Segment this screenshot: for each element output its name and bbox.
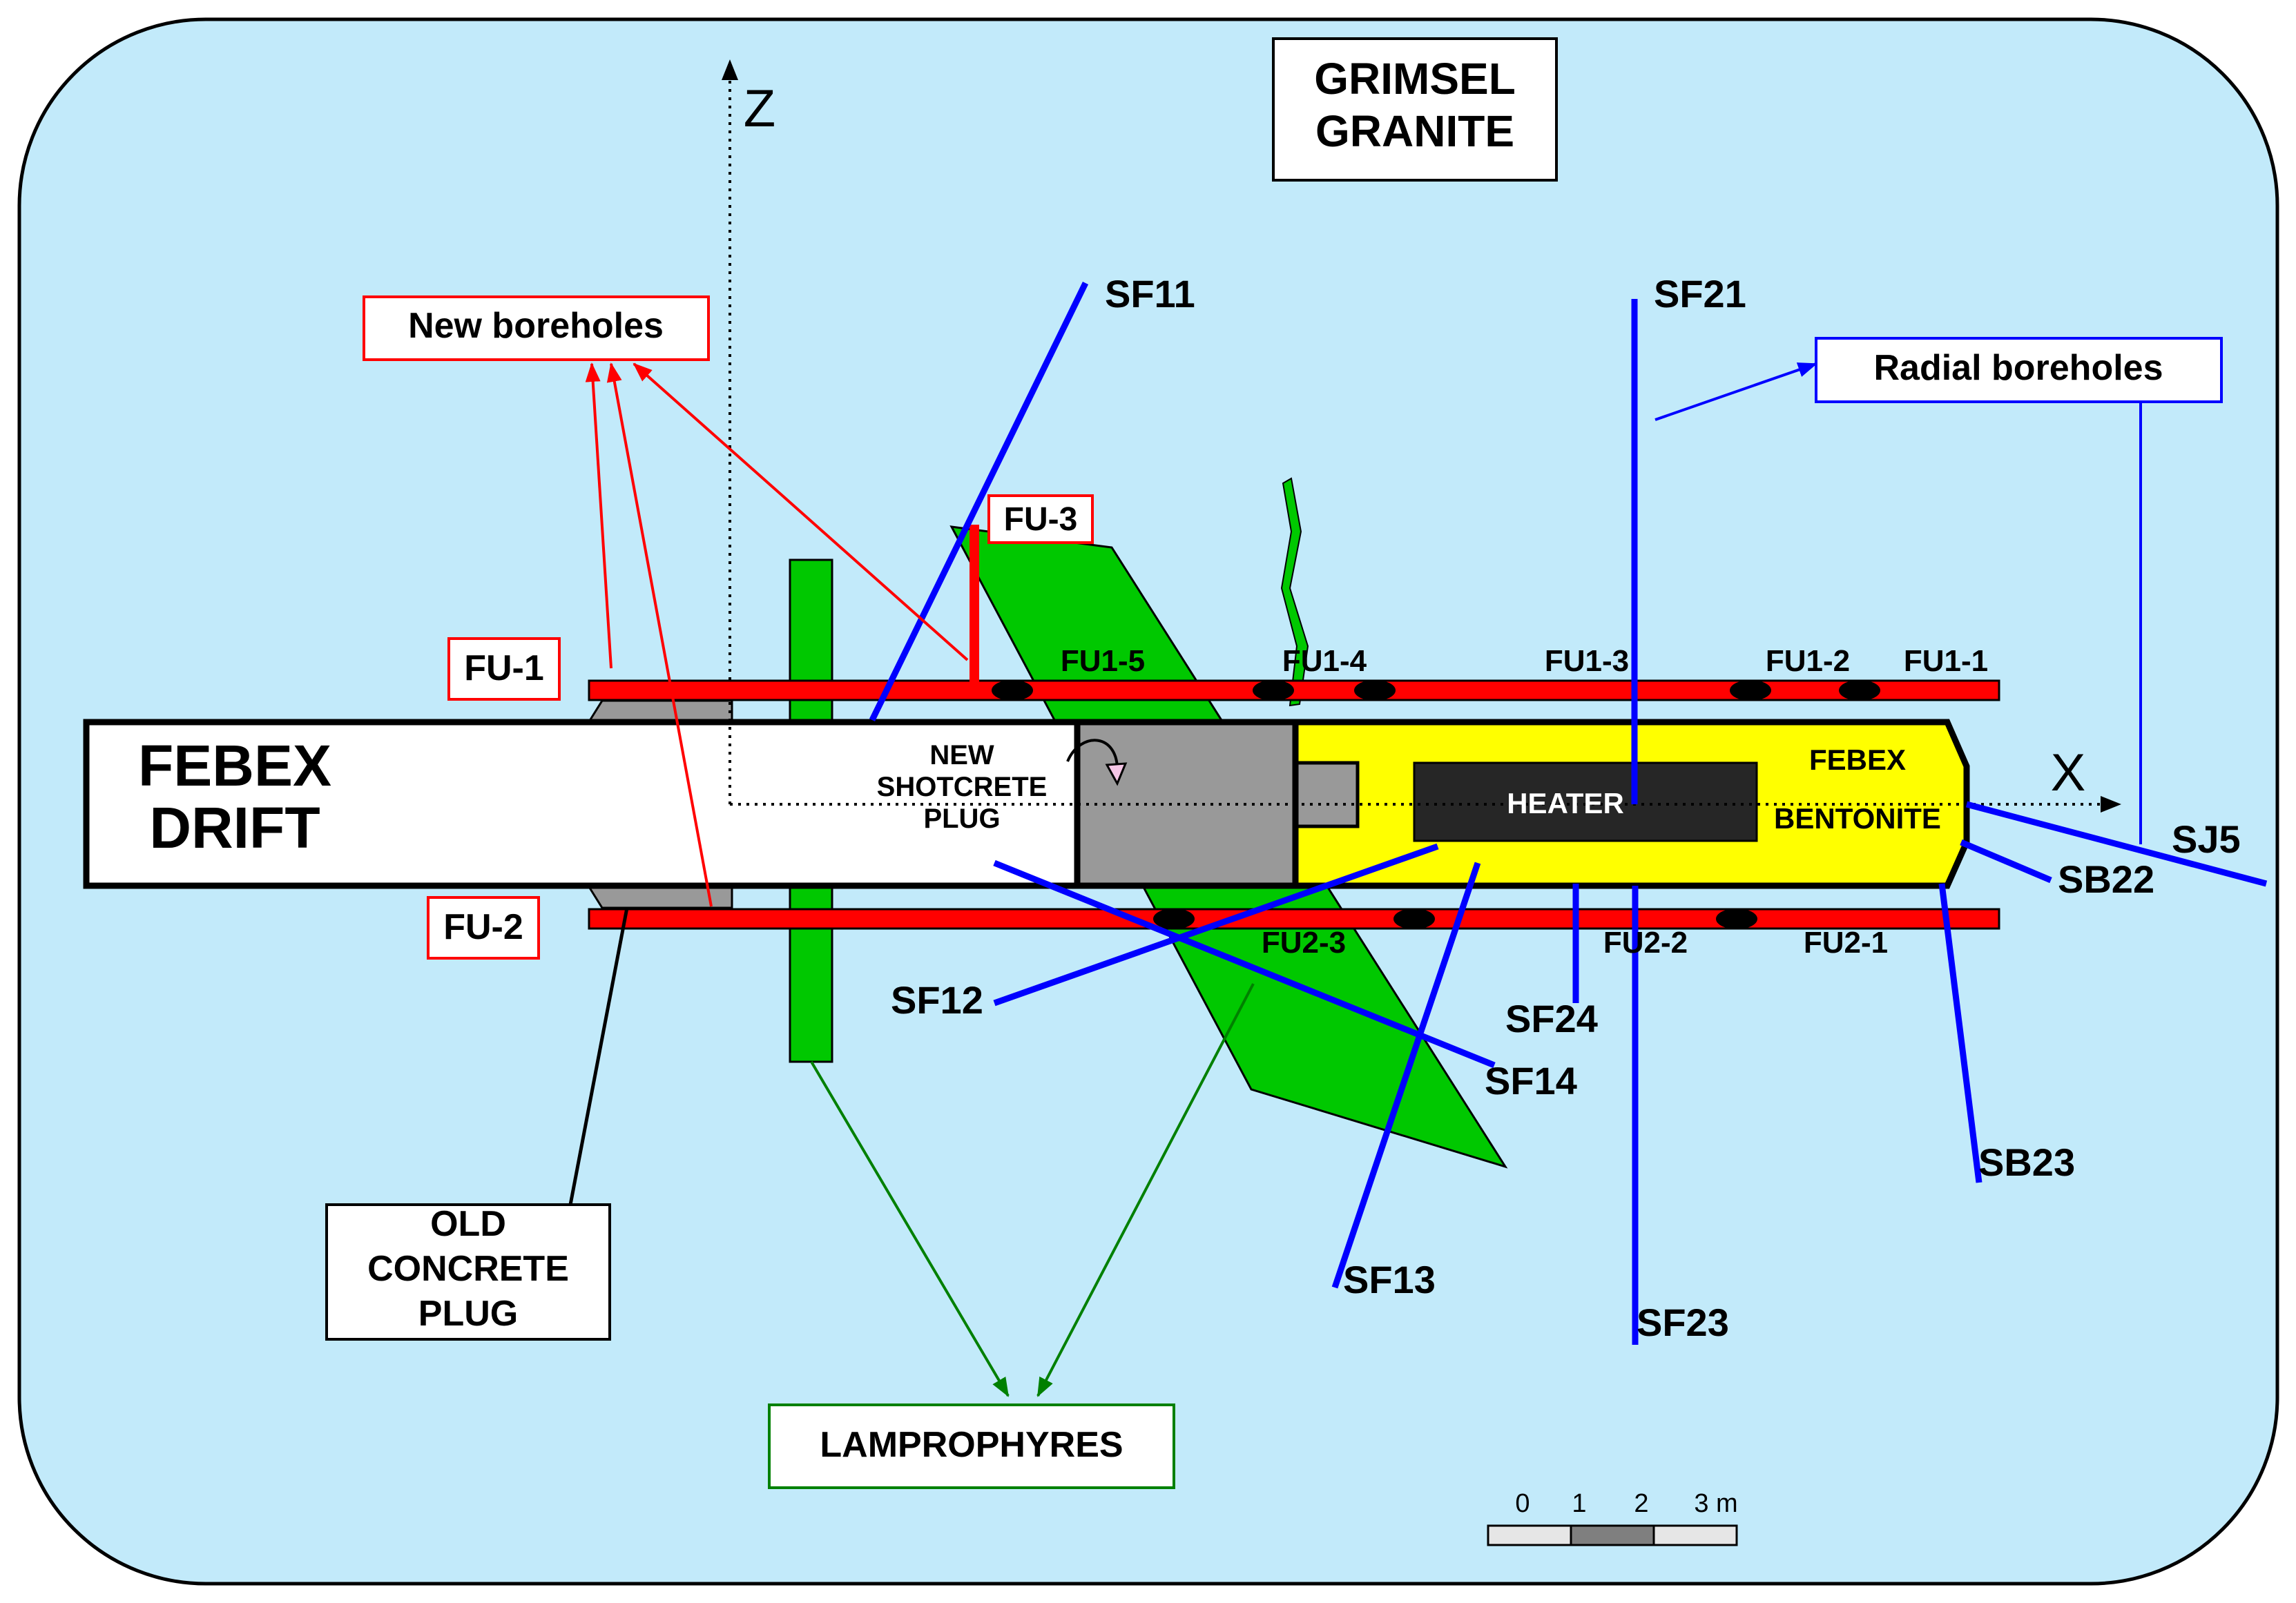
label-sf11: SF11: [1105, 272, 1195, 315]
shotcrete-label-line-3: PLUG: [923, 804, 1000, 834]
radial-boreholes-box: [1815, 337, 2223, 403]
label-sf14: SF14: [1485, 1059, 1577, 1102]
fu1-packers: [992, 680, 1880, 701]
packer-fu1-4: [1730, 680, 1771, 701]
fu1-section-1: FU1-1: [1904, 644, 1988, 678]
fu2-tag-box: [427, 896, 540, 960]
radial-borehole-sf14: [993, 859, 1496, 1069]
packer-fu1-2: [1253, 680, 1294, 701]
label-sb22: SB22: [2058, 857, 2154, 901]
lamprophyre-vein-thin: [1280, 477, 1309, 707]
lamprophyres-label: LAMPROPHYRES: [820, 1425, 1123, 1465]
fu1-section-4: FU1-4: [1282, 644, 1367, 678]
radial-leader-1: [1655, 362, 1817, 421]
label-sf21: SF21: [1654, 272, 1746, 315]
new-boreholes-label: New boreholes: [408, 306, 664, 346]
new-boreholes-box: [363, 295, 710, 361]
fu2-section-2: FU2-2: [1603, 926, 1688, 960]
lamprophyre-leader-1: [810, 1060, 1010, 1397]
packer-fu2-2: [1393, 909, 1435, 929]
shotcrete-label-line-2: SHOTCRETE: [877, 772, 1048, 802]
radial-borehole-sb22: [1960, 839, 2052, 884]
z-axis-label: Z: [744, 79, 775, 138]
rotation-arrowhead-icon: [1105, 762, 1128, 786]
drift-label-line-2: DRIFT: [149, 795, 320, 860]
packer-fu2-3: [1716, 909, 1757, 929]
old-concrete-plug-box: [325, 1203, 611, 1341]
old-plug-line-2: CONCRETE: [367, 1249, 569, 1289]
fu3-tag: FU-3: [1004, 501, 1078, 538]
fu1-tag-box: [447, 637, 561, 701]
old-plug-leader: [568, 907, 629, 1205]
title-line-1: GRIMSEL: [1314, 54, 1516, 104]
label-sf12: SF12: [891, 978, 983, 1022]
scale-bar: 0 1 2 3 m: [1487, 1489, 1738, 1546]
old-plug-line-3: PLUG: [418, 1294, 518, 1334]
title-box: [1272, 37, 1558, 182]
fu3-tag-box: [987, 494, 1094, 544]
scale-tick-1: 1: [1572, 1489, 1586, 1518]
scale-tick-2: 2: [1634, 1489, 1648, 1518]
fu2-section-3: FU2-3: [1262, 926, 1346, 960]
packer-fu1-3: [1354, 680, 1396, 701]
fu1-section-3: FU1-3: [1545, 644, 1629, 678]
scale-tick-3: 3 m: [1694, 1489, 1737, 1518]
lamprophyres-box: [768, 1403, 1175, 1489]
label-sf23: SF23: [1637, 1301, 1729, 1344]
label-sb23: SB23: [1978, 1140, 2075, 1184]
fu2-packers: [1153, 909, 1757, 929]
shotcrete-label-line-1: NEW: [929, 740, 994, 770]
bentonite-label-line-1: FEBEX: [1809, 744, 1906, 776]
febex-drift: [83, 719, 1081, 889]
service-block: [1295, 761, 1360, 828]
radial-borehole-sf13: [1331, 862, 1481, 1289]
fu2-tag: FU-2: [443, 907, 523, 947]
rotation-arrow-icon: [1066, 739, 1119, 773]
label-sj5: SJ5: [2172, 817, 2241, 861]
radial-borehole-sb23: [1938, 883, 1983, 1183]
title-line-2: GRANITE: [1315, 106, 1514, 156]
radial-borehole-sf11: [869, 282, 1089, 721]
fu1-section-5: FU1-5: [1061, 644, 1145, 678]
old-plug-line-1: OLD: [430, 1204, 506, 1244]
radial-boreholes-group: [869, 282, 2268, 1345]
bentonite-label-line-2: BENTONITE: [1774, 802, 1941, 835]
fu2-section-1: FU2-1: [1804, 926, 1888, 960]
scale-tick-0: 0: [1515, 1489, 1530, 1518]
label-sf13: SF13: [1343, 1258, 1436, 1301]
x-axis-label: X: [2051, 744, 2086, 802]
fu1-section-2: FU1-2: [1766, 644, 1850, 678]
packer-fu1-1: [992, 680, 1033, 701]
radial-boreholes-label: Radial boreholes: [1874, 348, 2163, 388]
heater-label: HEATER: [1507, 787, 1624, 819]
packer-fu2-1: [1153, 909, 1195, 929]
label-sf24: SF24: [1505, 997, 1598, 1040]
lamprophyre-leader-2: [1036, 983, 1255, 1397]
fu1-tag: FU-1: [464, 648, 544, 688]
radial-borehole-sj5: [1965, 801, 2268, 887]
heater: [1413, 761, 1758, 842]
radial-borehole-sf12: [993, 843, 1439, 1007]
packer-fu1-5: [1839, 680, 1880, 701]
new-boreholes-leaders: [585, 362, 969, 907]
drift-label-line-1: FEBEX: [138, 733, 331, 798]
borehole-fu2: [588, 908, 2000, 930]
